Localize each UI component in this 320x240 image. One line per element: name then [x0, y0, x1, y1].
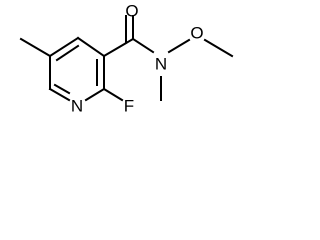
- substituents: [19, 15, 234, 102]
- bond-n1-c6: [48, 87, 71, 102]
- bond-c2-fluorine: [102, 87, 124, 102]
- bond-c3-carbonyl: [102, 37, 135, 58]
- atom-labels: O N O N F: [71, 2, 204, 116]
- pyridine-ring: [48, 36, 106, 102]
- bond-n1-c6-inner: [53, 83, 71, 95]
- atom-oxygen-carbonyl: O: [125, 2, 138, 21]
- atom-nitrogen-amide: N: [155, 55, 167, 74]
- bond-oxygen-methyl: [203, 38, 234, 58]
- bond-c2-n1: [84, 87, 106, 102]
- bond-c4-c3: [76, 36, 106, 58]
- bond-carbonyl-nitrogen: [131, 37, 155, 54]
- bond-c5-methyl: [19, 37, 52, 58]
- atom-fluorine: F: [124, 97, 134, 116]
- bond-nitrogen-oxygen: [167, 38, 191, 54]
- atom-nitrogen-ring: N: [71, 97, 83, 116]
- atom-oxygen-methoxy: O: [190, 24, 203, 43]
- chemical-structure: O N O N F: [19, 2, 234, 116]
- bond-c5-c4-inner: [55, 44, 80, 62]
- bond-c5-c4: [48, 36, 80, 58]
